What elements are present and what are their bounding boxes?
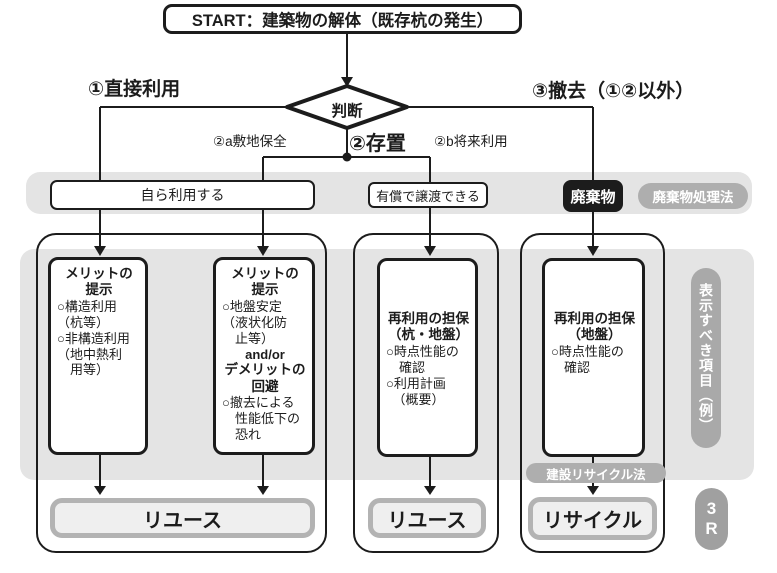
junction-dot (342, 152, 352, 162)
waste-label: 廃棄物 (570, 188, 616, 206)
merit-box-direct-body: ○構造利用 （杭等） ○非構造利用 （地中熱利 用等） (57, 298, 130, 378)
recycle-result-label: リサイクル (543, 510, 642, 532)
waste-box: 廃棄物 (563, 180, 623, 212)
recycle-result: リサイクル (528, 497, 657, 540)
decision-label: 判断 (331, 103, 363, 120)
paid-transfer-box: 有償で譲渡できる (368, 182, 488, 208)
three-r-label: 3R (705, 499, 718, 538)
waste-law-label: 廃棄物処理法 (652, 190, 734, 205)
arrowhead-col1 (94, 246, 106, 256)
arrowhead-recycle (587, 486, 599, 495)
reuse-result-left-label: リユース (143, 509, 222, 532)
arrowhead-col2 (257, 246, 269, 256)
reuse-result-mid-label: リユース (387, 509, 467, 532)
arrowhead-col3 (424, 246, 436, 256)
merit-box-direct: メリットの 提示 ○構造利用 （杭等） ○非構造利用 （地中熱利 用等） (48, 257, 148, 455)
reuse-guarantee-box-pile: 再利用の担保 （杭・地盤） ○時点性能の 確認 ○利用計画 （概要） (377, 258, 478, 457)
merit-box-site-body-top: ○地盤安定 （液状化防 止等） (222, 298, 288, 346)
group-preserve-future (353, 233, 499, 553)
label-preserve-b: ②b将来利用 (434, 134, 508, 149)
merit-box-site-andor: and/or (245, 346, 285, 362)
self-use-box: 自ら利用する (50, 180, 315, 210)
label-preserve: ②存置 (349, 133, 406, 155)
merit-box-site-header: メリットの 提示 (231, 266, 299, 298)
three-r-badge: 3R (695, 488, 728, 550)
reuse-guarantee-box-ground: 再利用の担保 （地盤） ○時点性能の 確認 (542, 258, 645, 457)
merit-box-site: メリットの 提示 ○地盤安定 （液状化防 止等） and/or デメリットの 回… (213, 257, 315, 455)
merit-box-direct-header: メリットの 提示 (65, 266, 133, 298)
reuse-guarantee-pile-body: ○時点性能の 確認 ○利用計画 （概要） (386, 343, 459, 407)
label-direct-use: ①直接利用 (88, 79, 181, 100)
paid-transfer-label: 有償で譲渡できる (376, 188, 480, 204)
decision-diamond (285, 84, 409, 130)
start-title-box: START：建築物の解体（既存杭の発生） (163, 4, 522, 34)
display-items-side-badge: 表示すべき項目（例） (691, 268, 721, 448)
arrowhead-decision (341, 77, 353, 87)
merit-box-site-body-bottom: ○撤去による 性能低下の 恐れ (222, 395, 301, 443)
waste-law-badge: 廃棄物処理法 (638, 183, 748, 209)
label-removal: ③撤去（①②以外） (532, 81, 695, 102)
construction-recycle-law-badge: 建設リサイクル法 (526, 463, 666, 483)
arrowhead-reuse-left2 (257, 486, 269, 495)
arrowhead-col4 (587, 246, 599, 256)
arrowhead-reuse-mid (424, 486, 436, 495)
group-removal (520, 233, 665, 553)
arrowhead-reuse-left1 (94, 486, 106, 495)
label-preserve-a: ②a敷地保全 (213, 134, 287, 149)
reuse-guarantee-ground-header: 再利用の担保 （地盤） (554, 311, 635, 343)
self-use-label: 自ら利用する (140, 187, 225, 203)
reuse-guarantee-ground-body: ○時点性能の 確認 (551, 343, 624, 375)
reuse-result-mid: リユース (368, 498, 486, 538)
reuse-guarantee-pile-header: 再利用の担保 （杭・地盤） (388, 311, 469, 343)
reuse-result-left: リユース (50, 498, 315, 538)
demerit-header: デメリットの 回避 (224, 362, 306, 394)
start-title-label: START：建築物の解体（既存杭の発生） (191, 12, 494, 30)
group-direct-use (36, 233, 327, 553)
construction-recycle-law-label: 建設リサイクル法 (546, 467, 646, 482)
